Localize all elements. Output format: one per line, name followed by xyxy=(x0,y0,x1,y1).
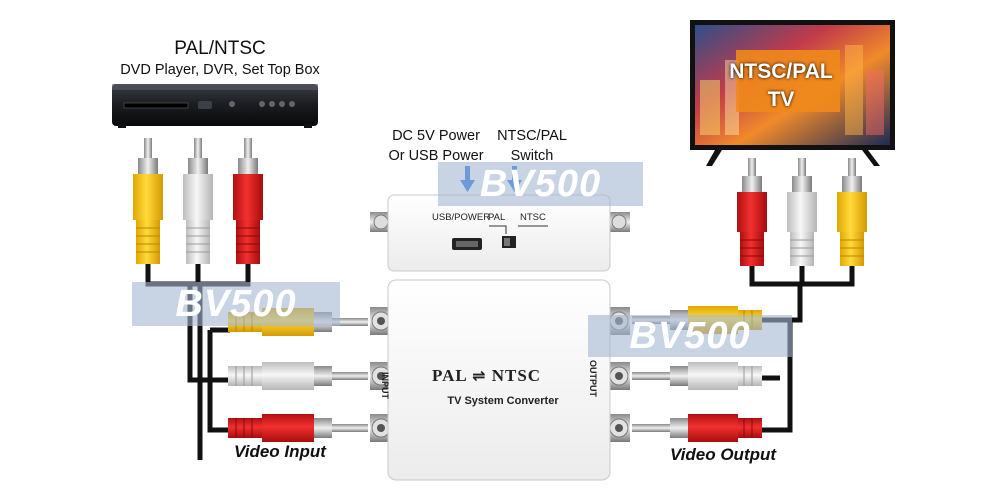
video-output-label: Video Output xyxy=(669,445,777,464)
television xyxy=(690,20,895,166)
tv-screen-text: NTSC/PAL TV xyxy=(726,58,836,114)
tv-screen-text-line2: TV xyxy=(767,88,795,111)
converter-top-view xyxy=(370,194,630,272)
watermark-left: BV500 xyxy=(132,282,340,326)
usb-port-label: USB/POWER xyxy=(432,212,491,223)
switch-pal-label: PAL xyxy=(488,212,506,223)
power-label: DC 5V Power Or USB Power xyxy=(380,126,492,166)
input-plug-red xyxy=(228,414,368,442)
tv-plug-yellow xyxy=(837,158,867,266)
power-label-line1: DC 5V Power xyxy=(392,128,480,144)
tv-plug-red xyxy=(737,158,767,266)
switch-label-line1: NTSC/PAL xyxy=(497,128,567,144)
convert-arrows-icon: ⇌ xyxy=(472,366,487,385)
source-plug-yellow xyxy=(133,138,163,264)
output-plug-red xyxy=(632,414,762,442)
watermark-right: BV500 xyxy=(588,315,792,357)
switch-label: NTSC/PAL Switch xyxy=(492,126,572,166)
source-device-title: PAL/NTSC xyxy=(174,38,266,59)
dvd-player xyxy=(112,84,318,128)
watermark-top: BV500 xyxy=(438,162,643,206)
output-side-label: OUTPUT xyxy=(588,360,598,397)
source-device-subtitle: DVD Player, DVR, Set Top Box xyxy=(120,62,320,78)
converter-front-view xyxy=(370,279,630,481)
output-plug-white xyxy=(632,362,762,390)
device-subtitle: TV System Converter xyxy=(447,395,559,407)
input-plug-white xyxy=(228,362,368,390)
device-main-left: PAL xyxy=(432,366,467,385)
device-main-right: NTSC xyxy=(491,366,542,385)
switch-label-line2: Switch xyxy=(510,148,554,164)
video-input-label: Video Input xyxy=(234,442,326,461)
switch-ntsc-label: NTSC xyxy=(520,212,546,223)
input-jacks xyxy=(370,307,392,442)
source-plug-white xyxy=(183,138,213,264)
device-main-label: PAL ⇌ NTSC xyxy=(432,366,572,386)
tv-screen-text-line1: NTSC/PAL xyxy=(729,60,833,83)
input-side-label: INPUT xyxy=(380,372,390,399)
source-plug-red xyxy=(233,138,263,264)
tv-plug-white xyxy=(787,158,817,266)
power-label-line2: Or USB Power xyxy=(388,148,484,164)
